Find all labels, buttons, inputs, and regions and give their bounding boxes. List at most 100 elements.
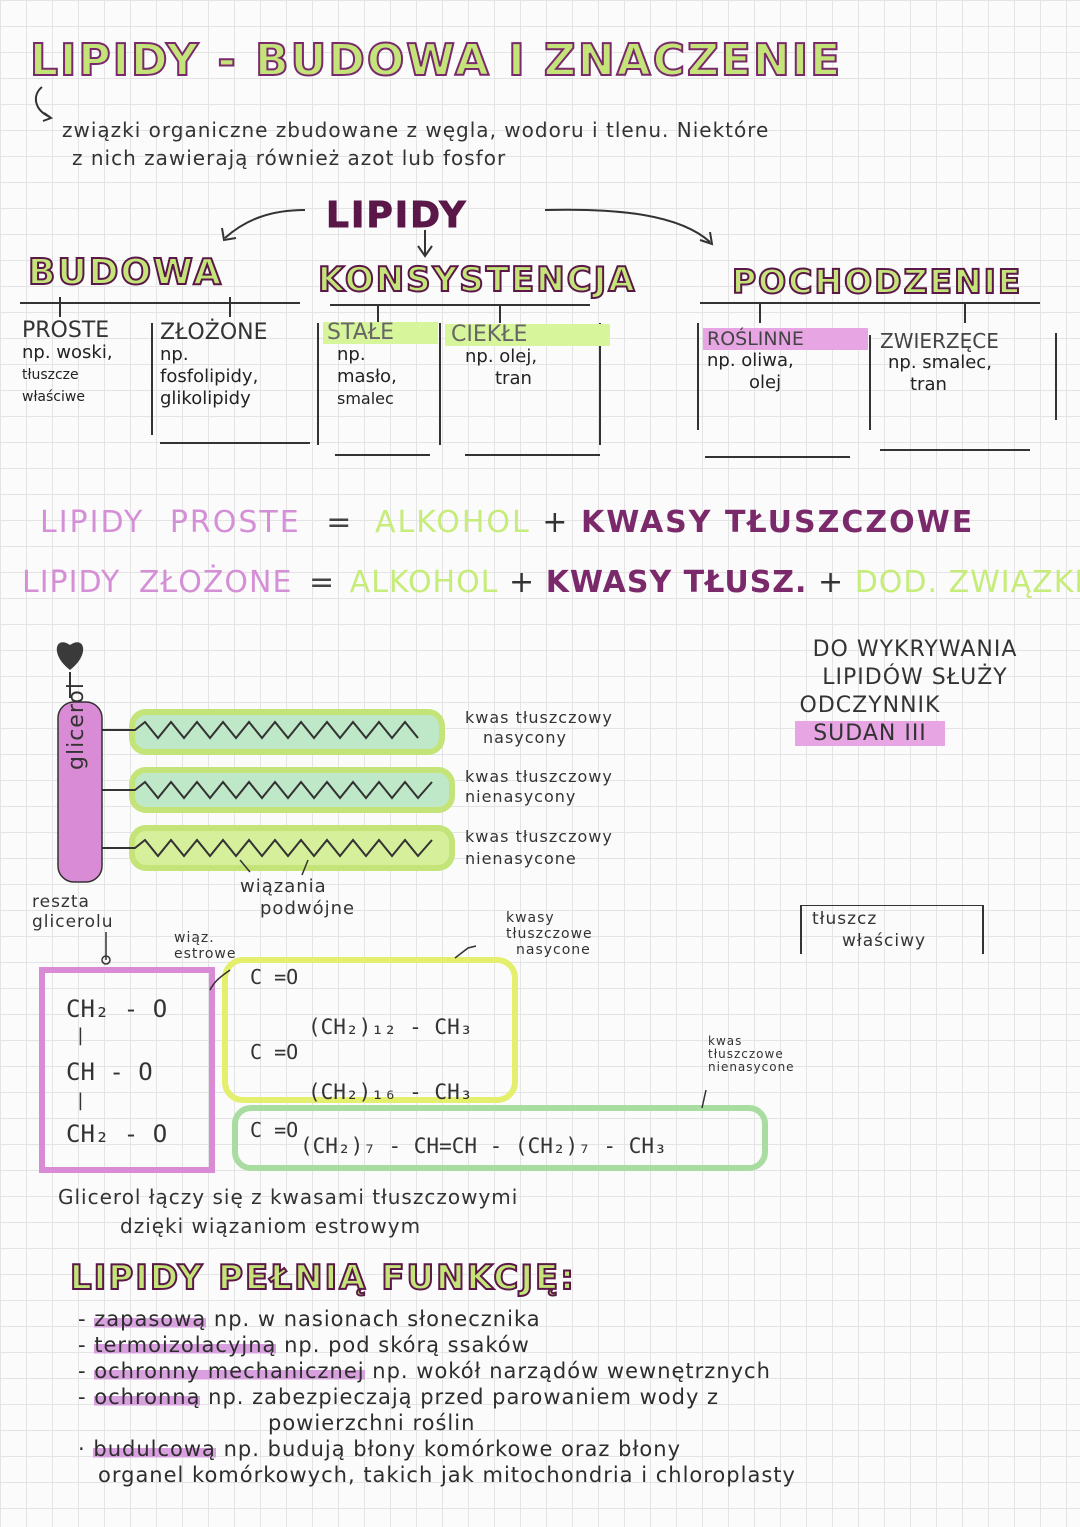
function-item-6: · budulcową np. budują błony komórkowe o… bbox=[78, 1436, 796, 1462]
function-rest-2: np. pod skórą ssaków bbox=[284, 1333, 530, 1357]
formula-zlozone-mid: ZŁOŻONE bbox=[138, 565, 293, 600]
konsystencja-title: KONSYSTENCJA bbox=[317, 259, 637, 301]
label-nienasycone: kwas tłuszczowy nienasycone bbox=[465, 826, 613, 870]
functions-list: - zapasową np. w nasionach słonecznika -… bbox=[78, 1306, 796, 1488]
label-nasycony-2: nasycony bbox=[483, 728, 567, 747]
function-rest-1: np. w nasionach słonecznika bbox=[213, 1307, 541, 1331]
acid-row-2: (CH₂)₁₆ - CH₃ bbox=[308, 1080, 473, 1104]
ciekle-label: CIEKŁE bbox=[445, 324, 610, 346]
label-reszta-1: reszta bbox=[32, 892, 90, 912]
label-nienasycony-1: kwas tłuszczowy bbox=[465, 767, 613, 786]
label-wiaz-estrowe-2: estrowe bbox=[174, 946, 237, 962]
zlozone-example-3: glikolipidy bbox=[160, 388, 251, 409]
label-nienasycony-2: nienasycony bbox=[465, 787, 577, 806]
pochodzenie-title: POCHODZENIE bbox=[731, 261, 1023, 302]
stale-example-3: smalec bbox=[337, 389, 394, 408]
label-wiazania: wiązania podwójne bbox=[240, 876, 355, 920]
label-kwasy-nasycone-1: kwasy bbox=[506, 910, 555, 926]
acid-row-1: (CH₂)₁₂ - CH₃ bbox=[308, 1015, 473, 1039]
formula-proste: LIPIDY PROSTE = ALKOHOL + KWASY TŁUSZCZO… bbox=[40, 505, 974, 540]
formula-proste-plus: + bbox=[542, 505, 570, 540]
function-bullet-1: - bbox=[78, 1307, 87, 1331]
glicerol-row-1: CH₂ - O bbox=[66, 995, 168, 1023]
glicerol-row-3: CH₂ - O bbox=[66, 1120, 168, 1148]
proste-example-3: właściwe bbox=[22, 389, 85, 405]
zlozone-example-1: np. bbox=[160, 344, 189, 365]
label-nienasycone-2: nienasycone bbox=[465, 849, 577, 868]
function-head-4: ochronną bbox=[94, 1385, 201, 1409]
function-item-7: organel komórkowych, takich jak mitochon… bbox=[78, 1462, 796, 1488]
function-bullet-4: - bbox=[78, 1385, 87, 1409]
function-bullet-2: - bbox=[78, 1333, 87, 1357]
label-nasycony: kwas tłuszczowy nasycony bbox=[465, 708, 613, 748]
zlozone-example-2: fosfolipidy, bbox=[160, 366, 259, 387]
carbonyl-1: C =O bbox=[250, 965, 299, 989]
formula-proste-eq: = bbox=[326, 505, 354, 540]
stale-example-2: masło, bbox=[337, 366, 397, 387]
chain-box-3 bbox=[129, 825, 455, 871]
function-rest-3: np. wokół narządów wewnętrznych bbox=[372, 1359, 771, 1383]
label-nienasycone-1: kwas tłuszczowy bbox=[465, 827, 613, 846]
function-head-1: zapasową bbox=[94, 1307, 207, 1331]
sudan-note: DO WYKRYWANIA LIPIDÓW SŁUŻY ODCZYNNIK SU… bbox=[765, 636, 1065, 748]
formula-zlozone: LIPIDY ZŁOŻONE = ALKOHOL + KWASY TŁUSZ. … bbox=[22, 565, 1080, 600]
structural-formula-shapes bbox=[39, 932, 768, 1173]
function-head-3: ochronny mechanicznej bbox=[94, 1359, 365, 1383]
note-line-1: Glicerol łączy się z kwasami tłuszczowym… bbox=[58, 1185, 519, 1209]
formula-zlozone-left: LIPIDY bbox=[22, 565, 121, 600]
acid-row-3: (CH₂)₇ - CH=CH - (CH₂)₇ - CH₃ bbox=[300, 1134, 667, 1158]
sudan-reagent: SUDAN III bbox=[795, 721, 945, 746]
saturated-acids-box bbox=[222, 957, 518, 1103]
formula-zlozone-kwasy: KWASY TŁUSZ. bbox=[545, 565, 808, 600]
function-item-5: powierzchni roślin bbox=[78, 1410, 796, 1436]
label-nienasycony: kwas tłuszczowy nienasycony bbox=[465, 767, 613, 807]
function-bullet-3: - bbox=[78, 1359, 87, 1383]
budowa-title: BUDOWA bbox=[27, 251, 224, 294]
proste-example-1: np. woski, bbox=[22, 342, 113, 363]
formula-zlozone-dod: DOD. ZWIĄZKI bbox=[854, 565, 1080, 600]
formula-proste-mid: PROSTE bbox=[169, 505, 301, 540]
label-wiazania-1: wiązania bbox=[240, 876, 327, 897]
ciekle-example-2: tran bbox=[495, 368, 532, 389]
label-reszta: reszta glicerolu bbox=[32, 892, 114, 932]
triglyceride-model bbox=[56, 642, 455, 883]
category-table-lines bbox=[20, 297, 1057, 458]
function-rest-5: powierzchni roślin bbox=[268, 1411, 476, 1435]
function-head-6: budulcową bbox=[93, 1437, 216, 1461]
glicerol-residue-box bbox=[39, 967, 215, 1173]
label-kwas-nienasycone-1: kwas bbox=[708, 1034, 743, 1048]
formula-proste-alkohol: ALKOHOL bbox=[374, 505, 531, 540]
sudan-line-2: LIPIDÓW SŁUŻY bbox=[822, 665, 1008, 690]
function-head-2: termoizolacyjną bbox=[94, 1333, 277, 1357]
label-tluszcz-wlasciwy: tłuszcz właściwy bbox=[800, 905, 984, 954]
chain-unsaturated-2 bbox=[102, 838, 433, 858]
function-item-2: - termoizolacyjną np. pod skórą ssaków bbox=[78, 1332, 796, 1358]
label-wiaz-estrowe-1: wiąz. bbox=[174, 930, 215, 946]
roslinne-label: ROŚLINNE bbox=[703, 328, 868, 350]
function-item-4: - ochronną np. zabezpieczają przed parow… bbox=[78, 1384, 796, 1410]
function-item-3: - ochronny mechanicznej np. wokół narząd… bbox=[78, 1358, 796, 1384]
label-kwasy-nasycone-2: tłuszczowe bbox=[506, 926, 593, 942]
curved-arrow-icon bbox=[34, 86, 54, 122]
glicerol-row-2: CH - O bbox=[66, 1058, 153, 1086]
page-title: LIPIDY - BUDOWA I ZNACZENIE bbox=[29, 34, 843, 87]
intro-line-1: związki organiczne zbudowane z węgla, wo… bbox=[62, 118, 770, 142]
formula-zlozone-plus-1: + bbox=[509, 565, 536, 600]
glicerol-bar bbox=[57, 701, 103, 883]
formula-zlozone-eq: = bbox=[308, 565, 336, 600]
unsaturated-acid-box bbox=[232, 1105, 768, 1171]
formula-zlozone-plus-2: + bbox=[818, 565, 845, 600]
label-kwasy-nasycone: kwasy tłuszczowe nasycone bbox=[506, 910, 593, 958]
zwierzece-example-2: tran bbox=[910, 374, 947, 395]
label-kwas-nienasycone: kwas tłuszczowe nienasycone bbox=[708, 1035, 795, 1074]
label-tluszcz-1: tłuszcz bbox=[812, 909, 878, 929]
label-reszta-2: glicerolu bbox=[32, 912, 114, 932]
sudan-line-1: DO WYKRYWANIA bbox=[812, 637, 1018, 662]
stale-example-1: np. bbox=[337, 344, 366, 365]
zwierzece-label: ZWIERZĘCE bbox=[880, 329, 999, 353]
roslinne-example-1: np. oliwa, bbox=[707, 350, 794, 371]
chain-box-1 bbox=[129, 709, 445, 755]
diagram-arrows bbox=[221, 208, 714, 258]
stale-label: STAŁE bbox=[323, 322, 438, 344]
bond-1: | bbox=[75, 1025, 86, 1046]
